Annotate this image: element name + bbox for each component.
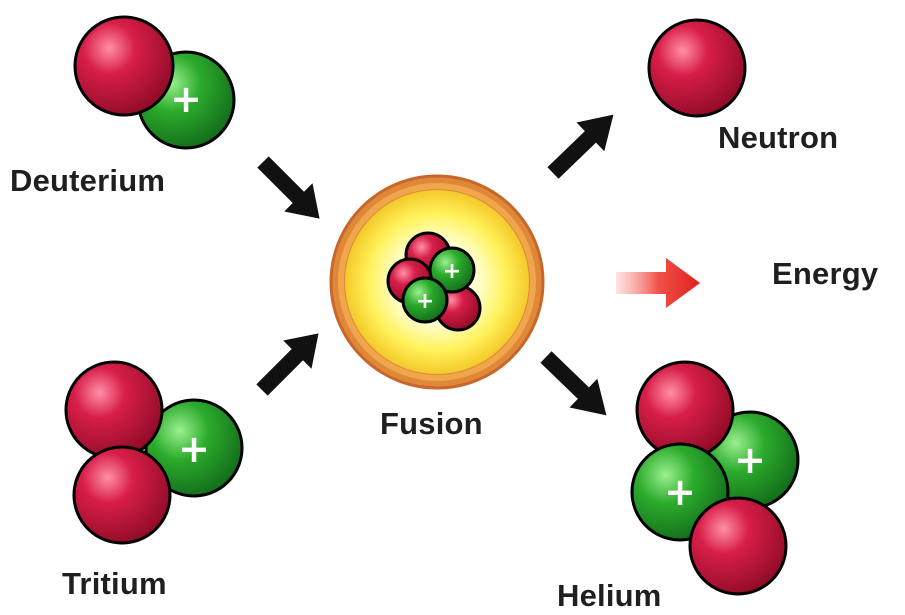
fusion-proton-1 bbox=[428, 246, 476, 294]
deuterium-neutron bbox=[73, 15, 175, 117]
helium-neutron-bottom bbox=[688, 496, 788, 596]
label-neutron: Neutron bbox=[718, 120, 839, 155]
fusion-proton-1-plus: + bbox=[443, 259, 461, 284]
neutron-output bbox=[647, 18, 747, 118]
tritium-proton-plus: + bbox=[178, 427, 210, 471]
fusion-inner-ring bbox=[338, 183, 536, 381]
helium-proton-left-plus: + bbox=[664, 470, 696, 514]
tritium-proton bbox=[144, 398, 244, 498]
fusion-proton-2 bbox=[401, 276, 449, 324]
arrow-tritium-to-fusion bbox=[256, 333, 319, 396]
label-fusion: Fusion bbox=[380, 406, 483, 441]
free-neutron bbox=[647, 18, 747, 118]
fusion-core: + + bbox=[329, 174, 545, 390]
arrow-fusion-to-neutron bbox=[547, 114, 614, 179]
arrow-deuterium-to-fusion bbox=[257, 156, 320, 219]
fusion-proton-2-plus: + bbox=[416, 289, 434, 314]
tritium-nucleus: + bbox=[64, 360, 244, 545]
deuterium-proton-plus: + bbox=[170, 77, 202, 121]
arrow-fusion-to-helium bbox=[540, 351, 607, 416]
label-energy: Energy bbox=[772, 256, 879, 291]
helium-nucleus: + + bbox=[630, 360, 800, 596]
fusion-cluster: + + bbox=[386, 231, 482, 332]
label-deuterium: Deuterium bbox=[10, 163, 166, 198]
tritium-neutron-top bbox=[64, 360, 164, 460]
helium-proton-right-plus: + bbox=[734, 438, 766, 482]
tritium-neutron-bottom bbox=[72, 445, 172, 545]
label-helium: Helium bbox=[557, 578, 662, 613]
deuterium-nucleus: + bbox=[73, 15, 236, 150]
label-tritium: Tritium bbox=[62, 566, 167, 601]
energy-arrow bbox=[616, 258, 700, 308]
